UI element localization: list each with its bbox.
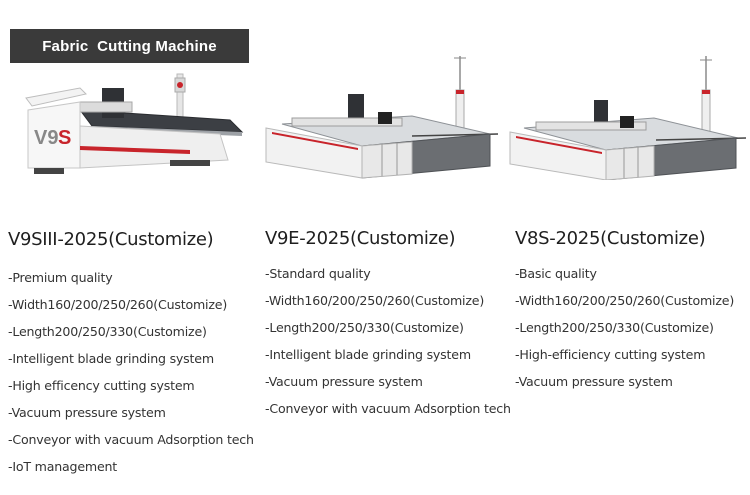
feature-item: -Vacuum pressure system [8, 405, 166, 420]
feature-item: -High-efficiency cutting system [515, 347, 706, 362]
svg-text:S: S [58, 127, 71, 149]
cutting-machine-v9e-image [265, 56, 499, 179]
feature-item: -Length200/250/330(Customize) [8, 324, 207, 339]
cutting-machine-v9siii-image: V9 S [25, 73, 244, 174]
feature-item: -Width160/200/250/260(Customize) [515, 293, 735, 308]
product-column-v9siii: V9SIII-2025(Customize) -Premium quality … [8, 229, 254, 480]
feature-item: -Length200/250/330(Customize) [515, 320, 714, 335]
feature-item: -Basic quality [515, 266, 597, 281]
svg-text:V9: V9 [34, 127, 58, 149]
feature-item: -Intelligent blade grinding system [8, 351, 214, 366]
page-title: Fabric Cutting Machine [42, 37, 217, 55]
feature-item: -Standard quality [265, 266, 371, 281]
feature-item: -Premium quality [8, 270, 113, 285]
feature-item: -Conveyor with vacuum Adsorption tech [8, 432, 254, 447]
feature-item: -Width160/200/250/260(Customize) [8, 297, 228, 312]
product-column-v8s: V8S-2025(Customize) -Basic quality -Widt… [515, 228, 734, 395]
page-title-banner: Fabric Cutting Machine [10, 29, 249, 63]
feature-item: -High efficency cutting system [8, 378, 195, 393]
feature-item: -IoT management [8, 459, 118, 474]
model-name: V9SIII-2025(Customize) [8, 229, 214, 250]
cutting-machine-v8s-image [509, 56, 746, 180]
feature-item: -Conveyor with vacuum Adsorption tech [265, 401, 511, 416]
feature-item: -Vacuum pressure system [265, 374, 423, 389]
model-name: V9E-2025(Customize) [265, 228, 456, 249]
feature-item: -Width160/200/250/260(Customize) [265, 293, 485, 308]
feature-item: -Intelligent blade grinding system [265, 347, 471, 362]
feature-item: -Vacuum pressure system [515, 374, 673, 389]
feature-item: -Length200/250/330(Customize) [265, 320, 464, 335]
model-name: V8S-2025(Customize) [515, 228, 706, 249]
product-column-v9e: V9E-2025(Customize) -Standard quality -W… [265, 228, 511, 422]
